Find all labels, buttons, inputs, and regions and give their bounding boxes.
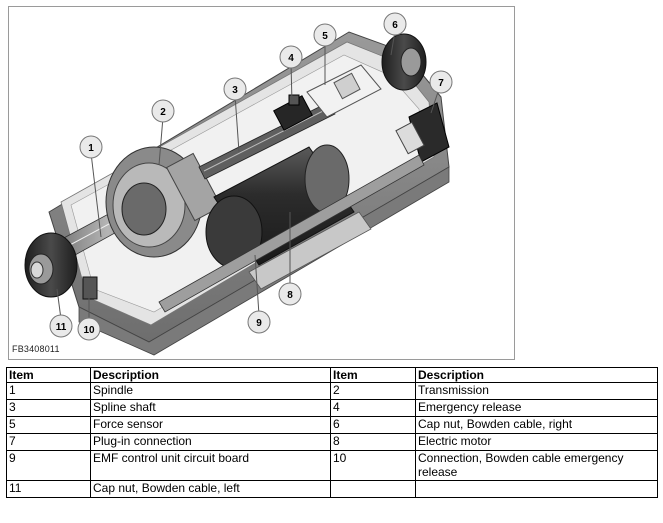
svg-text:11: 11 xyxy=(56,322,67,333)
item-description: Spline shaft xyxy=(90,399,331,417)
item-number: 9 xyxy=(6,450,91,481)
item-number: 7 xyxy=(6,433,91,451)
item-description: Transmission xyxy=(415,382,658,400)
item-description: Plug-in connection xyxy=(90,433,331,451)
legend-table: Item Description Item Description 1 Spin… xyxy=(6,367,658,498)
table-row: 7 Plug-in connection 8 Electric motor xyxy=(6,433,658,451)
header-description: Description xyxy=(415,367,658,383)
emf-actuator-drawing: 1 2 3 4 5 6 7 8 9 10 11 xyxy=(24,12,453,356)
callout-1: 1 xyxy=(79,135,103,159)
header-item: Item xyxy=(6,367,91,383)
cap-nut-right xyxy=(381,33,427,91)
item-number: 2 xyxy=(330,382,416,400)
item-description: Spindle xyxy=(90,382,331,400)
callout-7: 7 xyxy=(429,70,453,94)
callout-10: 10 xyxy=(77,317,101,341)
svg-text:2: 2 xyxy=(160,107,166,118)
item-description: Cap nut, Bowden cable, right xyxy=(415,416,658,434)
item-description xyxy=(415,480,658,498)
item-description: EMF control unit circuit board xyxy=(90,450,331,481)
electric-motor xyxy=(205,144,372,290)
callout-2: 2 xyxy=(151,99,175,123)
emergency-release xyxy=(273,94,313,131)
callout-5: 5 xyxy=(313,23,337,47)
svg-text:1: 1 xyxy=(88,143,94,154)
component-illustration: 1 2 3 4 5 6 7 8 9 10 11 FB3408011 xyxy=(8,6,515,360)
item-number: 5 xyxy=(6,416,91,434)
svg-text:10: 10 xyxy=(83,325,95,336)
cap-nut-left xyxy=(24,232,78,298)
table-row: 9 EMF control unit circuit board 10 Conn… xyxy=(6,450,658,481)
item-number: 1 xyxy=(6,382,91,400)
header-description: Description xyxy=(90,367,331,383)
svg-text:7: 7 xyxy=(438,78,444,89)
item-number: 3 xyxy=(6,399,91,417)
callouts: 1 2 3 4 5 6 7 8 9 10 11 xyxy=(49,12,453,341)
svg-text:9: 9 xyxy=(256,318,262,329)
svg-text:3: 3 xyxy=(232,85,238,96)
item-description: Force sensor xyxy=(90,416,331,434)
callout-6: 6 xyxy=(383,12,407,36)
item-description: Connection, Bowden cable emergency relea… xyxy=(415,450,658,481)
item-description: Electric motor xyxy=(415,433,658,451)
callout-3: 3 xyxy=(223,77,247,101)
force-sensor xyxy=(306,64,382,118)
callout-8: 8 xyxy=(278,282,302,306)
item-number xyxy=(330,480,416,498)
bowden-connection xyxy=(82,276,98,300)
svg-text:4: 4 xyxy=(288,53,294,64)
table-header-row: Item Description Item Description xyxy=(6,367,658,383)
table-row: 1 Spindle 2 Transmission xyxy=(6,382,658,400)
item-number: 11 xyxy=(6,480,91,498)
item-number: 4 xyxy=(330,399,416,417)
plug-in-connection xyxy=(395,102,450,163)
item-number: 8 xyxy=(330,433,416,451)
callout-11: 11 xyxy=(49,314,73,338)
item-description: Cap nut, Bowden cable, left xyxy=(90,480,331,498)
item-description: Emergency release xyxy=(415,399,658,417)
figure-code: FB3408011 xyxy=(12,344,60,354)
header-item: Item xyxy=(330,367,416,383)
table-row: 5 Force sensor 6 Cap nut, Bowden cable, … xyxy=(6,416,658,434)
item-number: 6 xyxy=(330,416,416,434)
svg-text:6: 6 xyxy=(392,20,398,31)
circuit-board xyxy=(158,154,425,313)
table-row: 11 Cap nut, Bowden cable, left xyxy=(6,480,658,498)
transmission xyxy=(105,146,223,258)
callout-9: 9 xyxy=(247,310,271,334)
callout-4: 4 xyxy=(279,45,303,69)
item-number: 10 xyxy=(330,450,416,481)
table-row: 3 Spline shaft 4 Emergency release xyxy=(6,399,658,417)
svg-text:5: 5 xyxy=(322,31,328,42)
svg-text:8: 8 xyxy=(287,290,293,301)
